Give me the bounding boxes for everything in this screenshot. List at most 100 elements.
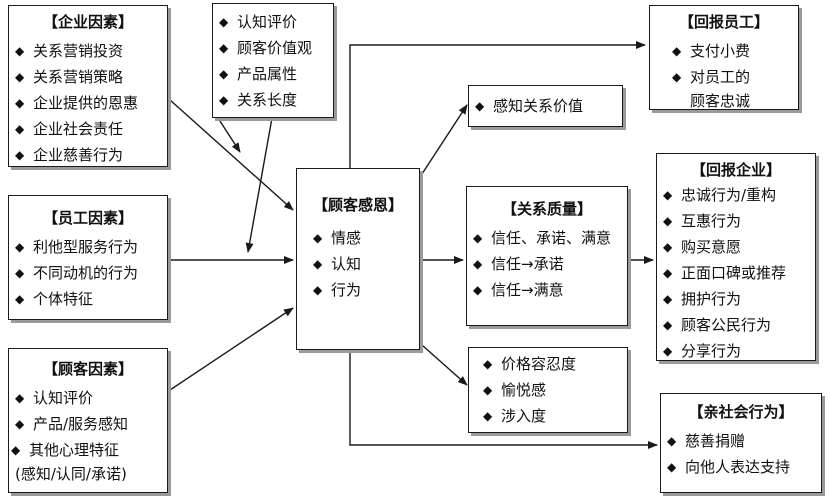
list-item: ◆关系营销策略 xyxy=(15,64,161,90)
list-item: ◆忠诚行为/重构 xyxy=(663,182,809,208)
list-item: ◆支付小费 xyxy=(672,38,792,64)
bullet-icon: ◆ xyxy=(15,148,25,162)
list-item: ◆企业社会责任 xyxy=(15,116,161,142)
arrow-enterprise-to-gratitude xyxy=(169,99,294,211)
prosocial-box: 【亲社会行为】 ◆慈善捐赠 ◆向他人表达支持 xyxy=(660,393,822,493)
bullet-icon: ◆ xyxy=(483,409,493,423)
customer-gratitude-title: 【顾客感恩】 xyxy=(312,196,403,214)
price-tolerance-box: ◆价格容忍度 ◆愉悦感 ◆涉入度 xyxy=(468,347,628,433)
list-item: ◆产品/服务感知 xyxy=(15,411,161,437)
customer-factors-title: 【顾客因素】 xyxy=(42,360,133,378)
arrow-cognition-to-gratitude-b xyxy=(217,117,241,153)
list-item: ◆企业提供的恩惠 xyxy=(15,90,161,116)
relationship-quality-list: ◆信任、承诺、满意 ◆信任→承诺 ◆信任→满意 xyxy=(473,225,621,303)
customer-gratitude-list: ◆情感 ◆认知 ◆行为 xyxy=(303,225,413,303)
list-item: ◆顾客公民行为 xyxy=(663,312,809,338)
bullet-icon: ◆ xyxy=(663,214,673,228)
perceived-value-list: ◆感知关系价值 xyxy=(475,93,616,119)
list-item: ◆关系长度 xyxy=(219,87,327,113)
list-item: ◆不同动机的行为 xyxy=(15,260,161,286)
bullet-icon: ◆ xyxy=(313,283,323,297)
enterprise-factors-box: 【企业因素】 ◆关系营销投资 ◆关系营销策略 ◆企业提供的恩惠 ◆企业社会责任 … xyxy=(8,5,168,167)
reward-employee-list: ◆支付小费 ◆对员工的 顾客忠诚 xyxy=(656,38,792,113)
list-item: ◆正面口碑或推荐 xyxy=(663,260,809,286)
list-item: ◆信任、承诺、满意 xyxy=(473,225,621,251)
list-item: ◆分享行为 xyxy=(663,338,809,364)
perceived-value-box: ◆感知关系价值 xyxy=(468,85,623,127)
bullet-icon: ◆ xyxy=(15,391,25,405)
bullet-icon: ◆ xyxy=(15,292,25,306)
bullet-icon: ◆ xyxy=(473,257,483,271)
bullet-icon: ◆ xyxy=(15,122,25,136)
list-item: ◆涉入度 xyxy=(483,403,621,429)
reward-enterprise-title: 【回报企业】 xyxy=(690,161,781,179)
bullet-icon: ◆ xyxy=(663,344,673,358)
bullet-icon: ◆ xyxy=(663,240,673,254)
customer-factors-box: 【顾客因素】 ◆认知评价 ◆产品/服务感知 ◆其他心理特征 (感知/认同/承诺) xyxy=(8,348,168,493)
bullet-icon: ◆ xyxy=(483,357,493,371)
list-item: ◆认知 xyxy=(313,251,413,277)
prosocial-title: 【亲社会行为】 xyxy=(688,403,794,421)
list-item: ◆其他心理特征 (感知/认同/承诺) xyxy=(11,437,161,486)
bullet-icon: ◆ xyxy=(667,434,677,448)
bullet-icon: ◆ xyxy=(473,231,483,245)
bullet-icon: ◆ xyxy=(15,70,25,84)
bullet-icon: ◆ xyxy=(11,443,21,457)
list-item: ◆愉悦感 xyxy=(483,377,621,403)
bullet-icon: ◆ xyxy=(219,41,229,55)
list-item: ◆行为 xyxy=(313,277,413,303)
list-item: ◆利他型服务行为 xyxy=(15,234,161,260)
relationship-quality-title: 【关系质量】 xyxy=(501,200,592,218)
list-item: ◆拥护行为 xyxy=(663,286,809,312)
bullet-icon: ◆ xyxy=(483,383,493,397)
list-item: ◆认知评价 xyxy=(219,9,327,35)
customer-gratitude-box: 【顾客感恩】 ◆情感 ◆认知 ◆行为 xyxy=(296,168,420,350)
arrow-gratitude-to-reward-employee xyxy=(349,41,646,168)
enterprise-factors-title: 【企业因素】 xyxy=(42,13,133,31)
arrow-gratitude-to-prosocial xyxy=(349,350,658,449)
prosocial-list: ◆慈善捐赠 ◆向他人表达支持 xyxy=(667,428,815,480)
list-item: ◆向他人表达支持 xyxy=(667,454,815,480)
list-item: ◆慈善捐赠 xyxy=(667,428,815,454)
bullet-icon: ◆ xyxy=(15,44,25,58)
list-item: ◆个体特征 xyxy=(15,286,161,312)
list-item: ◆价格容忍度 xyxy=(483,351,621,377)
arrow-cognition-to-gratitude-a xyxy=(245,117,273,253)
reward-enterprise-box: 【回报企业】 ◆忠诚行为/重构 ◆互惠行为 ◆购买意愿 ◆正面口碑或推荐 ◆拥护… xyxy=(656,153,816,361)
bullet-icon: ◆ xyxy=(663,318,673,332)
list-item: ◆信任→满意 xyxy=(473,277,621,303)
employee-factors-box: 【员工因素】 ◆利他型服务行为 ◆不同动机的行为 ◆个体特征 xyxy=(8,195,168,320)
bullet-icon: ◆ xyxy=(672,44,682,58)
cognition-list: ◆认知评价 ◆顾客价值观 ◆产品属性 ◆关系长度 xyxy=(219,9,327,113)
employee-factors-list: ◆利他型服务行为 ◆不同动机的行为 ◆个体特征 xyxy=(15,234,161,312)
customer-factors-list: ◆认知评价 ◆产品/服务感知 ◆其他心理特征 (感知/认同/承诺) xyxy=(11,385,161,486)
reward-enterprise-list: ◆忠诚行为/重构 ◆互惠行为 ◆购买意愿 ◆正面口碑或推荐 ◆拥护行为 ◆顾客公… xyxy=(663,182,809,364)
price-tolerance-list: ◆价格容忍度 ◆愉悦感 ◆涉入度 xyxy=(483,351,621,429)
bullet-icon: ◆ xyxy=(15,266,25,280)
bullet-icon: ◆ xyxy=(15,417,25,431)
bullet-icon: ◆ xyxy=(313,257,323,271)
list-item: ◆对员工的 顾客忠诚 xyxy=(672,64,792,113)
reward-employee-box: 【回报员工】 ◆支付小费 ◆对员工的 顾客忠诚 xyxy=(649,5,799,110)
bullet-icon: ◆ xyxy=(663,188,673,202)
list-item: ◆企业慈善行为 xyxy=(15,142,161,168)
bullet-icon: ◆ xyxy=(219,67,229,81)
list-item: ◆顾客价值观 xyxy=(219,35,327,61)
enterprise-factors-list: ◆关系营销投资 ◆关系营销策略 ◆企业提供的恩惠 ◆企业社会责任 ◆企业慈善行为 xyxy=(15,38,161,168)
list-item: ◆信任→承诺 xyxy=(473,251,621,277)
bullet-icon: ◆ xyxy=(313,231,323,245)
bullet-icon: ◆ xyxy=(663,292,673,306)
reward-employee-title: 【回报员工】 xyxy=(678,13,769,31)
bullet-icon: ◆ xyxy=(219,15,229,29)
list-item: ◆感知关系价值 xyxy=(475,93,616,119)
list-item: ◆认知评价 xyxy=(15,385,161,411)
bullet-icon: ◆ xyxy=(663,266,673,280)
list-item: ◆购买意愿 xyxy=(663,234,809,260)
relationship-quality-box: 【关系质量】 ◆信任、承诺、满意 ◆信任→承诺 ◆信任→满意 xyxy=(466,186,628,326)
bullet-icon: ◆ xyxy=(15,96,25,110)
list-item: ◆情感 xyxy=(313,225,413,251)
bullet-icon: ◆ xyxy=(475,99,485,113)
list-item: ◆产品属性 xyxy=(219,61,327,87)
list-item: ◆关系营销投资 xyxy=(15,38,161,64)
list-item: ◆互惠行为 xyxy=(663,208,809,234)
